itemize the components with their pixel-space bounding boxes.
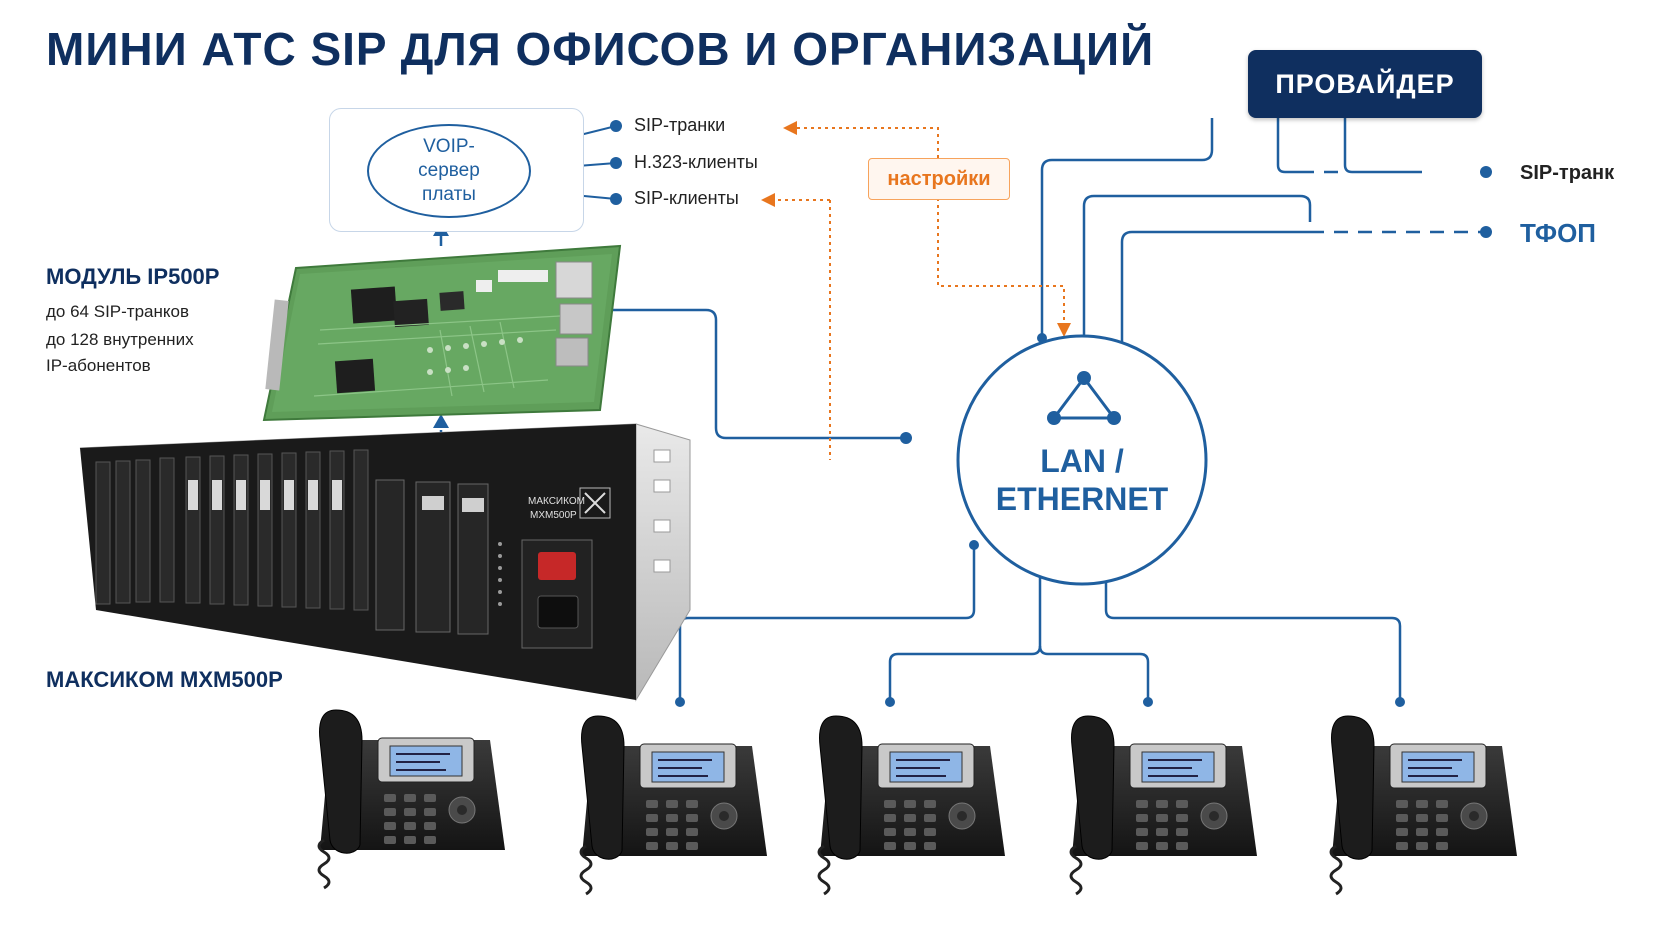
device-title: МАКСИКОМ MXM500P <box>46 667 283 692</box>
lan-circle <box>956 334 1208 586</box>
voip-line-1: VOIP- <box>423 136 475 157</box>
voip-server-oval: VOIP- сервер платы <box>367 124 531 218</box>
page-title: МИНИ АТС SIP ДЛЯ ОФИСОВ И ОРГАНИЗАЦИЙ <box>46 23 1155 75</box>
provider-lan-line-3 <box>1120 230 1310 370</box>
ip-phones <box>317 708 1519 896</box>
module-note-3: IP-абонентов <box>46 356 151 375</box>
voip-line-3: платы <box>422 184 476 205</box>
provider-sip-trunk-line <box>1276 118 1300 174</box>
lan-label: LAN / ETHERNET <box>960 442 1204 518</box>
voip-line-2: сервер <box>418 160 480 181</box>
ip-phone-4 <box>1069 714 1259 896</box>
lan-to-phone-5-line <box>1104 545 1402 700</box>
module-title: МОДУЛЬ IP500P <box>46 264 220 289</box>
settings-badge: настройки <box>868 158 1010 200</box>
provider-lan-line-2 <box>1082 194 1312 350</box>
voip-item-sip-trunks: SIP-транки <box>634 115 726 135</box>
external-sip-trunk-label: SIP-транк <box>1520 162 1615 184</box>
settings-label: настройки <box>887 167 991 190</box>
ip-phone-5 <box>1329 714 1519 896</box>
module-note-1: до 64 SIP-транков <box>46 302 189 321</box>
network-triangle-icon <box>1051 375 1117 420</box>
chassis-brand-line-2: MXM500P <box>530 510 577 521</box>
module-note-2: до 128 внутренних <box>46 330 194 349</box>
lan-to-phone-1-line <box>678 545 976 700</box>
chassis-brand-line-1: МАКСИКОМ <box>528 496 585 507</box>
lan-to-phone-4-line <box>1038 645 1150 700</box>
provider-sip-trunk-line-b <box>1343 118 1422 174</box>
lan-to-phone-2-3-line <box>888 555 1042 700</box>
ip500p-card <box>262 244 622 422</box>
external-pstn-label: ТФОП <box>1520 218 1596 248</box>
ip-phone-3 <box>817 714 1007 896</box>
external-dashed-lines <box>1300 170 1485 234</box>
ip-phone-2 <box>579 714 769 896</box>
voip-item-h323-clients: H.323-клиенты <box>634 152 758 172</box>
arrow-up-to-card <box>433 414 449 428</box>
lan-line-1: LAN / <box>1040 443 1124 479</box>
provider-label: ПРОВАЙДЕР <box>1275 68 1455 99</box>
mxm500p-chassis <box>79 423 691 702</box>
lan-line-2: ETHERNET <box>995 481 1169 517</box>
provider-box: ПРОВАЙДЕР <box>1248 50 1482 118</box>
provider-lan-line-1 <box>1040 118 1214 338</box>
module-to-lan-line <box>578 308 906 440</box>
voip-item-sip-clients: SIP-клиенты <box>634 188 739 208</box>
settings-dotted-lines <box>761 121 1071 460</box>
ip-phone-1 <box>317 708 507 890</box>
